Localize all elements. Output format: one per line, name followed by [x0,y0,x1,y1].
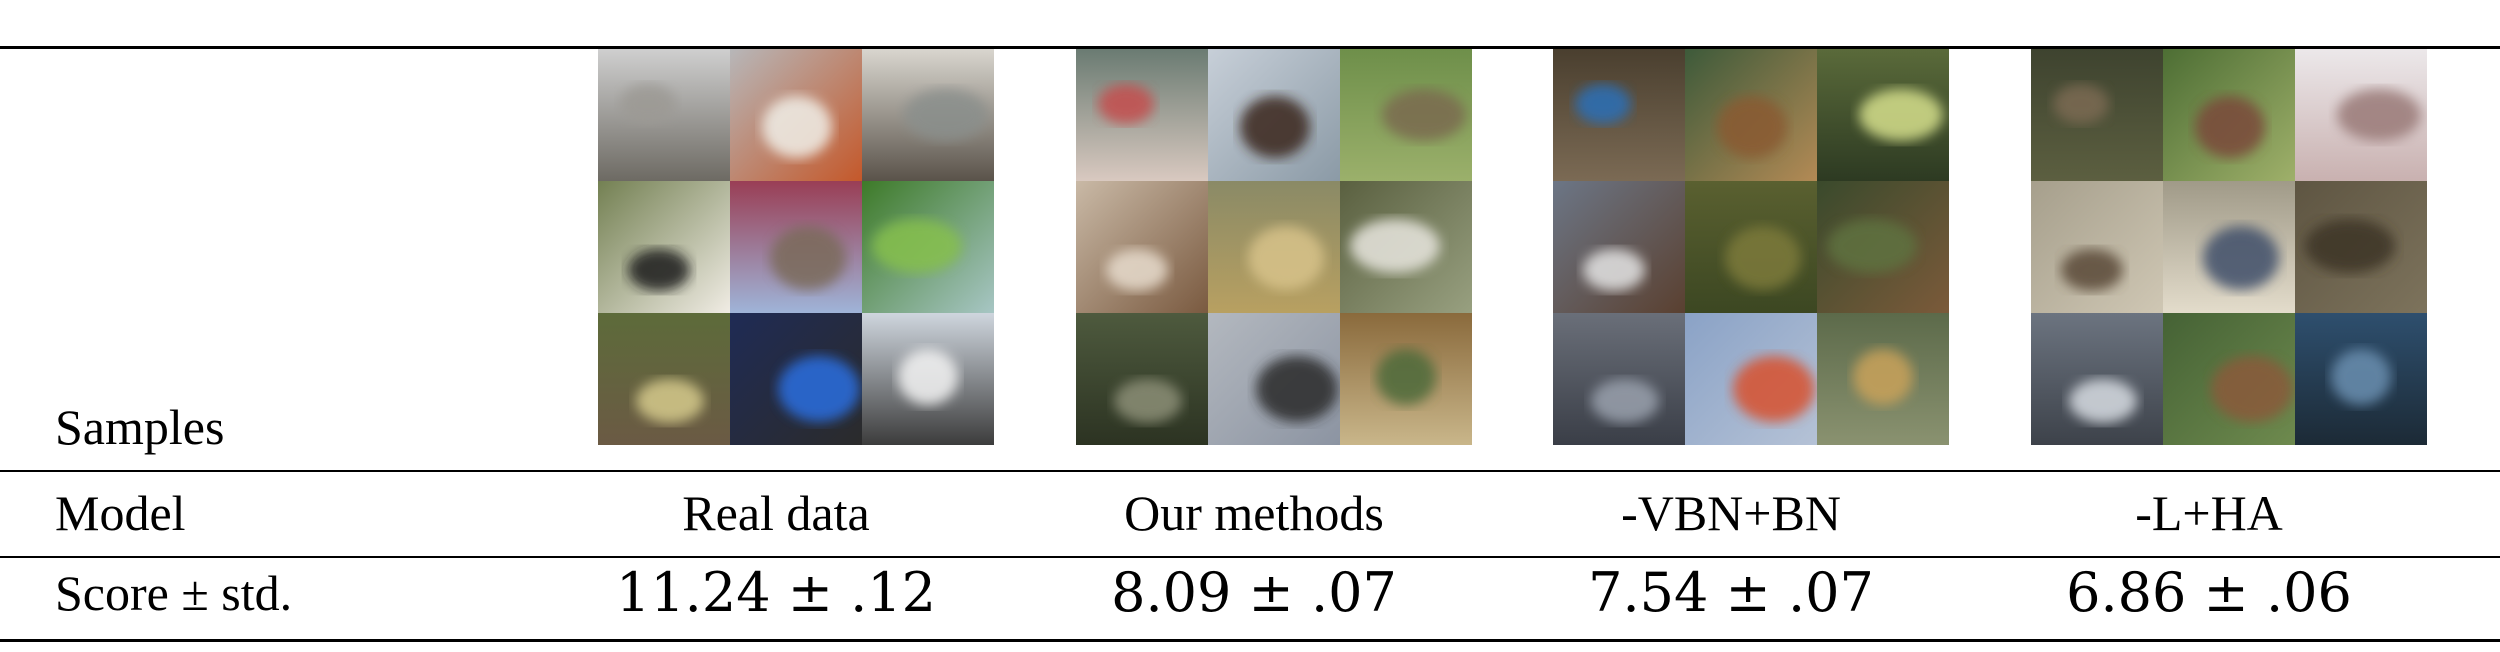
score-l-ha: 6.86 ± .06 [2066,561,2352,624]
sample-thumbnail-truck [1553,313,1685,445]
sample-thumbnail-boat-on-water [598,49,730,181]
sample-thumbnail-dog [598,181,730,313]
model-name-l-ha: -L+HA [2135,485,2283,541]
row-label-model: Model [55,485,186,541]
sample-thumbnail-bird-on-grass [1340,49,1472,181]
sample-grid-vbn-bn [1553,49,1949,445]
sample-thumbnail-generated-scene [1340,181,1472,313]
sample-grid-l-ha [2031,49,2427,445]
sample-thumbnail-deer [2031,49,2163,181]
model-name-our-methods: Our methods [1124,485,1384,541]
sample-thumbnail-generated-scene [1685,49,1817,181]
sample-thumbnail-bird [1553,49,1685,181]
sample-thumbnail-ship [2031,313,2163,445]
sample-grid-our-methods [1076,49,1472,445]
sample-thumbnail-generated-animal [1340,313,1472,445]
sample-thumbnail-generated-animal [2163,49,2295,181]
sample-thumbnail-deer [2163,313,2295,445]
table-rule-after-samples [0,470,2500,472]
sample-thumbnail-generated-blob [1076,313,1208,445]
sample-thumbnail-generated-face [2295,49,2427,181]
sample-thumbnail-bird [1208,181,1340,313]
score-vbn-bn: 7.54 ± .07 [1588,561,1874,624]
table-bottom-rule [0,639,2500,642]
sample-thumbnail-frog [862,181,994,313]
sample-thumbnail-generated-animal [1553,181,1685,313]
sample-thumbnail-generated-blob [2031,181,2163,313]
sample-thumbnail-dog [1076,181,1208,313]
score-our-methods: 8.09 ± .07 [1111,561,1397,624]
score-real-data: 11.24 ± .12 [615,561,937,624]
sample-thumbnail-cat [730,181,862,313]
sample-thumbnail-generated-blob [2295,181,2427,313]
sample-thumbnail-generated-blob [1076,49,1208,181]
table-rule-after-model [0,556,2500,558]
row-label-samples: Samples [55,399,225,455]
sample-thumbnail-frog [1685,181,1817,313]
sample-thumbnail-horse [1208,49,1340,181]
sample-thumbnail-frog [1817,49,1949,181]
sample-grid-real-data [598,49,994,445]
sample-thumbnail-ship [862,313,994,445]
sample-thumbnail-sailboat [730,49,862,181]
model-name-real-data: Real data [682,485,870,541]
model-name-vbn-bn: -VBN+BN [1621,485,1841,541]
row-label-score: Score ± std. [55,565,293,621]
sample-thumbnail-ship [2163,181,2295,313]
sample-thumbnail-deer [1817,181,1949,313]
sample-thumbnail-bird [730,313,862,445]
sample-thumbnail-ship [2295,313,2427,445]
sample-thumbnail-cat [862,49,994,181]
sample-thumbnail-ship [1208,313,1340,445]
sample-thumbnail-airplane [1685,313,1817,445]
sample-thumbnail-deer [598,313,730,445]
table-top-rule [0,46,2500,49]
sample-thumbnail-bird [1817,313,1949,445]
